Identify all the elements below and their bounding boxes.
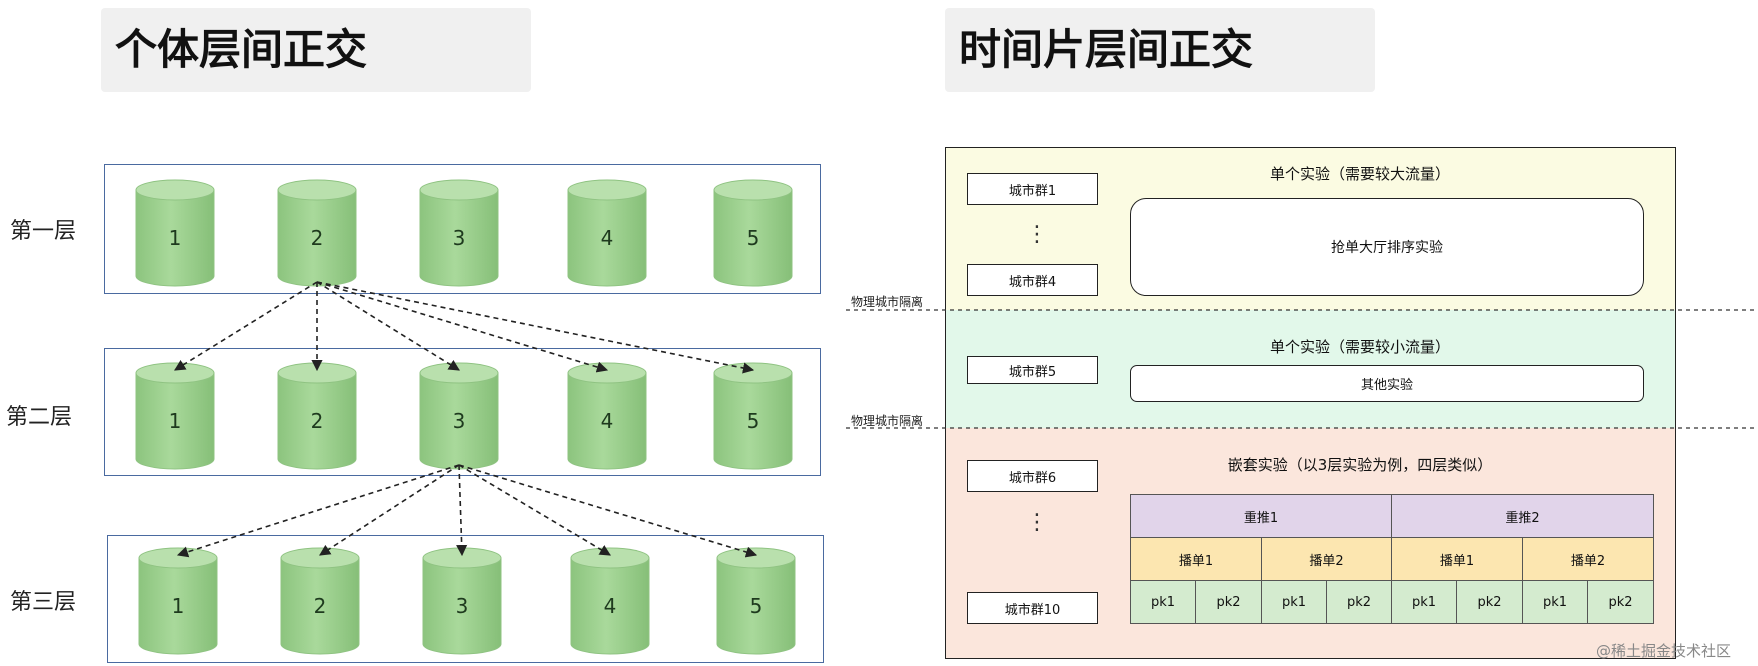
cylinder: 1 — [138, 547, 218, 655]
cylinder: 3 — [419, 179, 499, 287]
layer-box-3 — [107, 535, 824, 663]
layer-label-1: 第一层 — [10, 219, 77, 244]
cylinder-label: 2 — [314, 594, 327, 618]
grid-level3-cell: pk2 — [1195, 580, 1262, 624]
cylinder-label: 4 — [604, 594, 617, 618]
left-title: 个体层间正交 — [115, 25, 368, 74]
separator-label-1: 物理城市隔离 — [851, 295, 924, 309]
cylinder-label: 5 — [747, 226, 760, 250]
cylinder-label: 1 — [169, 226, 182, 250]
cylinder: 5 — [716, 547, 796, 655]
cylinder: 2 — [277, 362, 357, 470]
dashed-arrow — [174, 281, 318, 371]
dashed-arrow — [458, 464, 611, 556]
cylinder-label: 4 — [601, 226, 614, 250]
cylinder: 3 — [419, 362, 499, 470]
layer-label-3: 第三层 — [10, 590, 77, 615]
grid-level2-cell: 播单1 — [1391, 537, 1523, 581]
dashed-arrow — [319, 464, 460, 556]
dots-1: ⋮ — [1026, 222, 1048, 247]
layer-box-1 — [104, 164, 821, 294]
cylinder-label: 1 — [172, 594, 185, 618]
dashed-arrow — [176, 464, 460, 558]
layer-diagram: 1 2 3 4 5 1 2 3 4 5 1 2 3 4 5 — [135, 179, 796, 655]
dashed-arrow — [316, 281, 755, 374]
cylinder: 3 — [422, 547, 502, 655]
grid-level3-cell: pk1 — [1391, 580, 1457, 624]
cylinder: 2 — [280, 547, 360, 655]
cylinder: 5 — [713, 179, 793, 287]
cylinder-label: 3 — [453, 409, 466, 433]
dashed-arrow — [316, 281, 460, 371]
city-group-10: 城市群10 — [967, 592, 1098, 624]
cylinder-label: 3 — [453, 226, 466, 250]
dashed-arrow — [456, 464, 468, 557]
experiment-grab-hall: 抢单大厅排序实验 — [1130, 198, 1644, 296]
dashed-arrow — [458, 464, 758, 558]
region2-heading: 单个实验（需要较小流量） — [1269, 338, 1450, 356]
cylinder-label: 2 — [311, 409, 324, 433]
city-group-5: 城市群5 — [967, 356, 1098, 384]
city-group-1: 城市群1 — [967, 173, 1098, 205]
cylinder: 4 — [570, 547, 650, 655]
cylinder-label: 5 — [747, 409, 760, 433]
cylinder-label: 4 — [601, 409, 614, 433]
grid-level2-cell: 播单1 — [1130, 537, 1262, 581]
city-group-6: 城市群6 — [967, 460, 1098, 492]
grid-level3-cell: pk2 — [1326, 580, 1392, 624]
layer-box-2 — [104, 348, 821, 476]
grid-level2-cell: 播单2 — [1522, 537, 1654, 581]
grid-level3-cell: pk2 — [1587, 580, 1654, 624]
cylinder-label: 2 — [311, 226, 324, 250]
right-frame — [945, 147, 1676, 659]
layer-label-2: 第二层 — [6, 405, 73, 430]
separator-label-2: 物理城市隔离 — [851, 414, 924, 428]
grid-level3-cell: pk1 — [1261, 580, 1327, 624]
cylinder: 5 — [713, 362, 793, 470]
cylinder: 2 — [277, 179, 357, 287]
region3-heading: 嵌套实验（以3层实验为例，四层类似） — [1227, 456, 1493, 474]
dots-3: ⋮ — [1026, 510, 1048, 535]
cylinder-label: 5 — [750, 594, 763, 618]
experiment-other: 其他实验 — [1130, 365, 1644, 402]
watermark: @稀土掘金技术社区 — [1596, 642, 1732, 660]
left-title-box: 个体层间正交 — [101, 8, 531, 92]
cylinder-label: 3 — [456, 594, 469, 618]
cylinder: 4 — [567, 179, 647, 287]
cylinder: 4 — [567, 362, 647, 470]
city-group-4: 城市群4 — [967, 264, 1098, 296]
grid-level1-cell: 重推2 — [1391, 494, 1654, 538]
region1-heading: 单个实验（需要较大流量） — [1269, 165, 1450, 183]
cylinder: 1 — [135, 362, 215, 470]
right-title: 时间片层间正交 — [959, 25, 1254, 74]
cylinder-label: 1 — [169, 409, 182, 433]
cylinder: 1 — [135, 179, 215, 287]
right-title-box: 时间片层间正交 — [945, 8, 1375, 92]
dashed-arrow — [316, 281, 609, 373]
grid-level3-cell: pk1 — [1522, 580, 1588, 624]
